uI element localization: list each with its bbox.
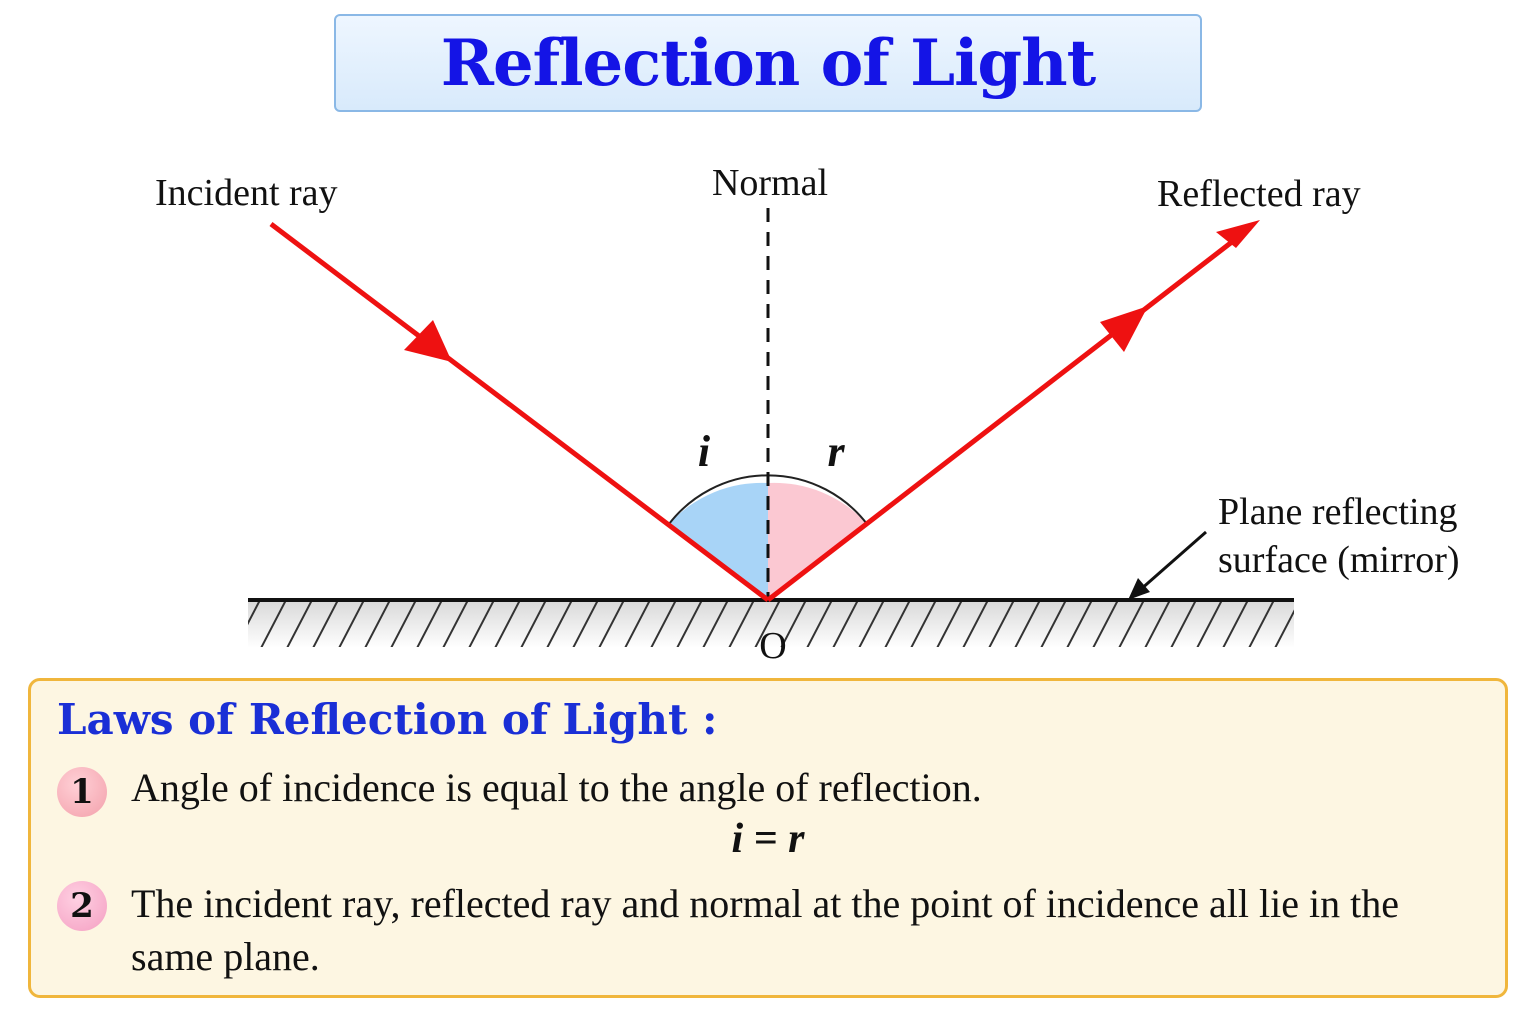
mirror-hatching <box>248 601 1294 647</box>
normal-label: Normal <box>712 162 828 204</box>
law-1-equation: i = r <box>731 816 805 862</box>
reflected-arrowhead <box>1100 306 1148 352</box>
law-2-text: The incident ray, reflected ray and norm… <box>131 881 1399 979</box>
laws-panel: Laws of Reflection of Light : 1 Angle of… <box>28 678 1508 998</box>
law-1-text: Angle of incidence is equal to the angle… <box>131 765 982 810</box>
title-banner: Reflection of Light <box>334 14 1202 112</box>
laws-heading: Laws of Reflection of Light : <box>57 695 718 744</box>
point-o-label: O <box>759 625 786 667</box>
reflected-ray <box>766 226 1252 602</box>
reflected-ray-tip <box>1216 220 1260 248</box>
angle-i-label: i <box>698 427 711 476</box>
angle-of-reflection-sector <box>768 482 867 600</box>
reflected-ray-label: Reflected ray <box>1157 173 1361 215</box>
surface-pointer-line <box>1139 530 1207 592</box>
incident-ray-label: Incident ray <box>155 172 338 214</box>
law-2-number-badge: 2 <box>57 881 107 931</box>
surface-label-line1: Plane reflecting <box>1218 491 1458 533</box>
angle-of-incidence-sector <box>669 482 768 600</box>
incident-ray <box>269 222 770 602</box>
angle-r-label: r <box>827 427 845 476</box>
surface-label-line2: surface (mirror) <box>1218 539 1460 581</box>
surface-pointer-arrowhead <box>1128 578 1150 600</box>
incident-arrowhead <box>404 320 452 362</box>
reflection-diagram: Incident ray Normal Reflected ray i r Pl… <box>155 162 1460 667</box>
page-title: Reflection of Light <box>440 25 1096 101</box>
law-1-number-badge: 1 <box>57 767 107 817</box>
